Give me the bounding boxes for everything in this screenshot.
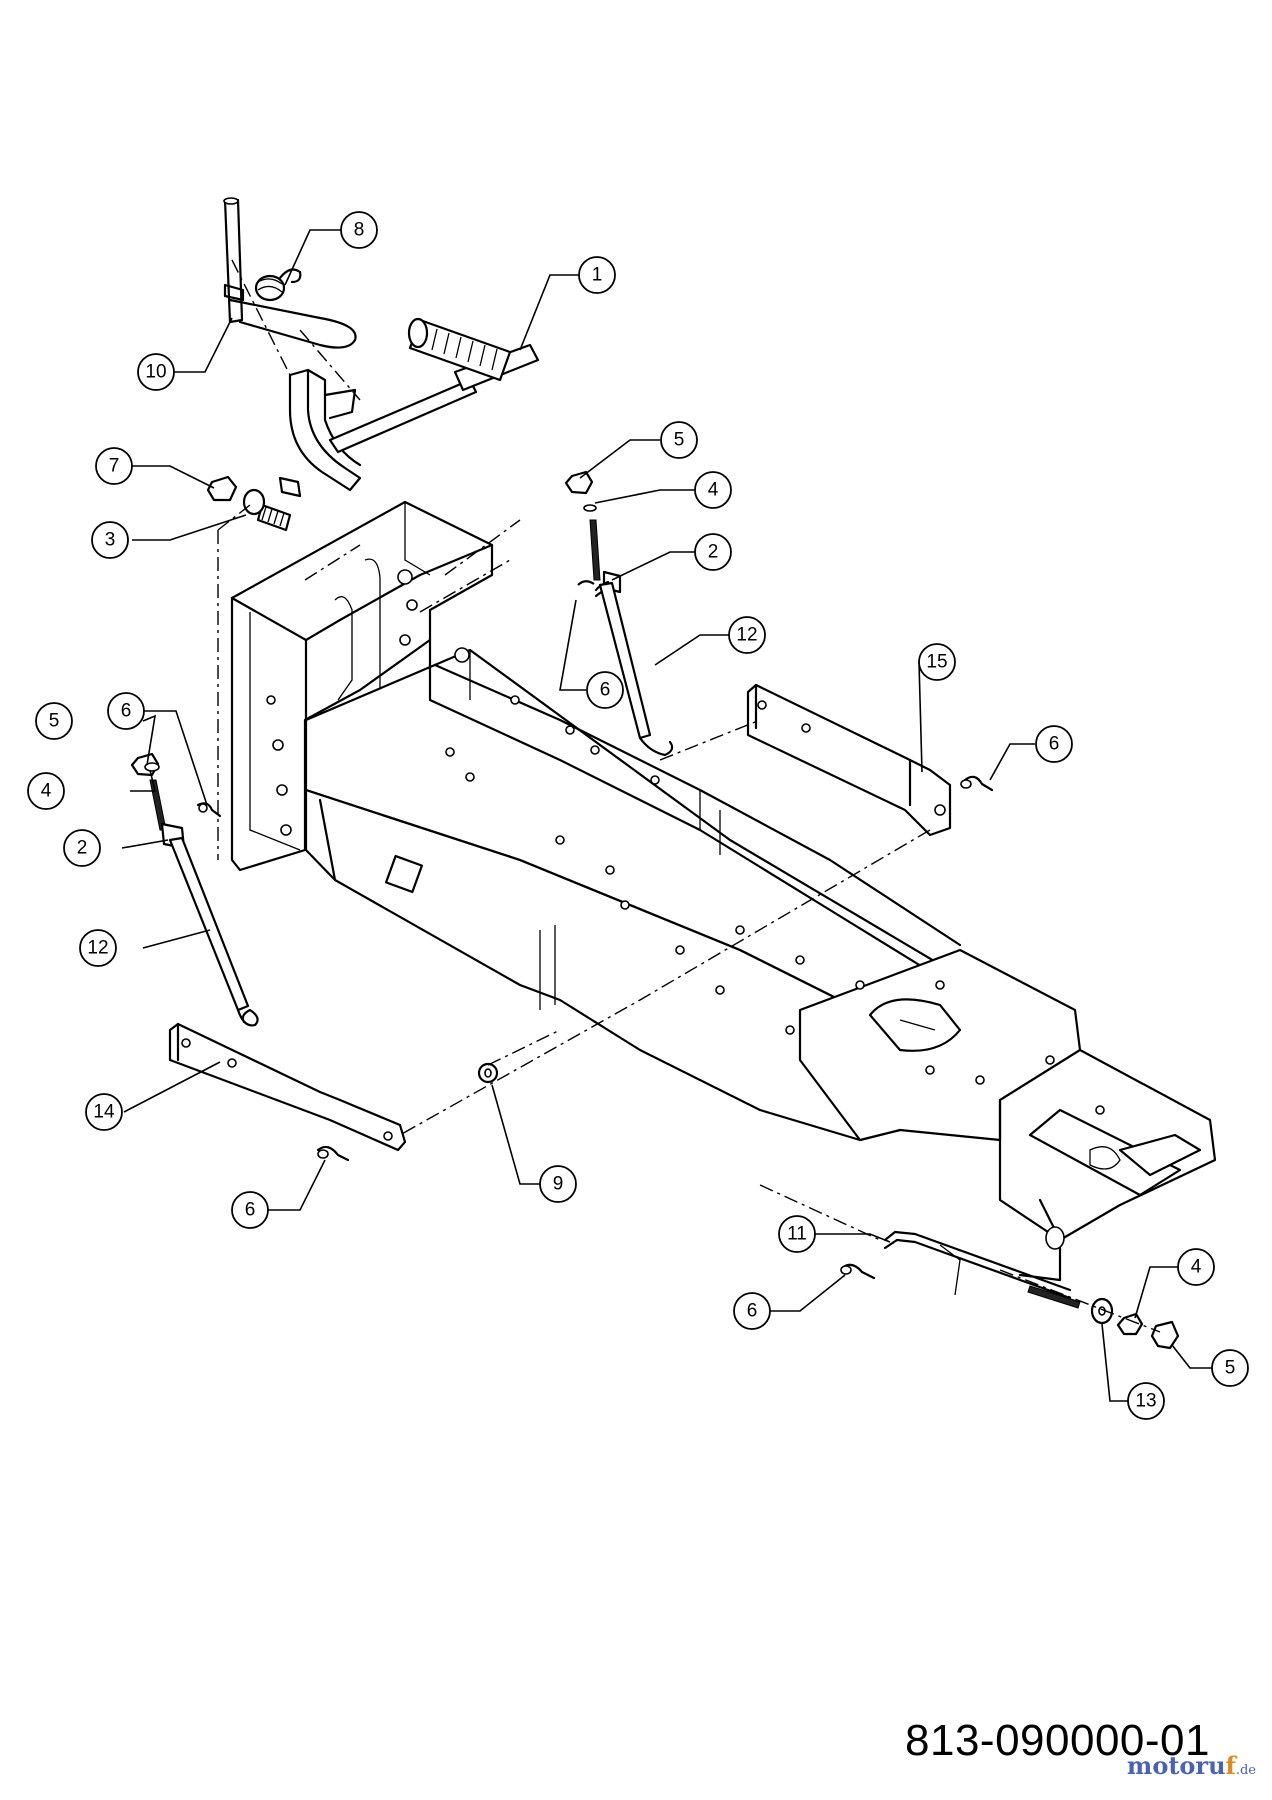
callout-14: 14	[85, 1093, 123, 1131]
callout-4-label: 4	[1191, 1257, 1202, 1278]
callout-6-label: 6	[121, 701, 132, 722]
callout-13-label: 13	[1135, 1391, 1156, 1412]
callout-4: 4	[27, 772, 65, 810]
callout-15: 15	[918, 643, 956, 681]
watermark-suffix: .de	[1235, 1763, 1256, 1778]
callout-9-label: 9	[553, 1174, 564, 1195]
callout-5: 5	[35, 702, 73, 740]
callout-2-label: 2	[708, 542, 719, 563]
callout-2: 2	[63, 829, 101, 867]
callout-6: 6	[733, 1292, 771, 1330]
callout-leaders	[121, 229, 1212, 1402]
callout-7: 7	[95, 447, 133, 485]
assembly-lines	[217, 259, 1161, 1333]
frame-holes	[266, 569, 1105, 1115]
callout-6: 6	[231, 1191, 269, 1229]
main-frame	[230, 500, 1217, 1296]
callout-2-label: 2	[77, 838, 88, 859]
rear-rod-assembly	[840, 1230, 1180, 1350]
callout-12: 12	[728, 616, 766, 654]
callouts: 1 2 2 3 4 4 4 5 5 5 6 6 6 6 6 7 8 9 10 1…	[27, 211, 1249, 1420]
callout-8: 8	[340, 211, 378, 249]
callout-9: 9	[539, 1165, 577, 1203]
callout-4: 4	[1177, 1248, 1215, 1286]
callout-1-label: 1	[592, 265, 603, 286]
callout-1: 1	[578, 256, 616, 294]
callout-12: 12	[79, 929, 117, 967]
pedal-assembly	[206, 197, 540, 532]
callout-5-label: 5	[1225, 1358, 1236, 1379]
callout-6-label: 6	[600, 680, 611, 701]
callout-10-label: 10	[145, 362, 166, 383]
callout-3: 3	[91, 521, 129, 559]
document-number: 813-090000-01	[905, 1716, 1210, 1765]
callout-4: 4	[694, 471, 732, 509]
callout-5: 5	[660, 421, 698, 459]
callout-2: 2	[694, 533, 732, 571]
callout-5-label: 5	[49, 711, 60, 732]
callout-12-label: 12	[87, 938, 108, 959]
callout-6: 6	[586, 671, 624, 709]
left-rod-assembly	[130, 752, 499, 1162]
watermark-logo: motoruf.de	[1127, 1751, 1256, 1780]
callout-14-label: 14	[93, 1102, 115, 1123]
callout-6-label: 6	[245, 1200, 256, 1221]
pedal-spring	[407, 317, 512, 382]
bolt-3	[242, 488, 292, 532]
callout-6: 6	[1035, 725, 1073, 763]
callout-13: 13	[1127, 1382, 1165, 1420]
callout-3-label: 3	[105, 530, 116, 551]
callout-5-label: 5	[674, 430, 685, 451]
callout-11: 11	[778, 1215, 816, 1253]
callout-7-label: 7	[109, 456, 120, 477]
callout-5: 5	[1211, 1349, 1249, 1387]
callout-4-label: 4	[708, 480, 719, 501]
callout-4-label: 4	[41, 781, 52, 802]
callout-15-label: 15	[926, 652, 947, 673]
return-spring	[254, 268, 302, 302]
callout-8-label: 8	[354, 220, 365, 241]
right-rod-assembly	[564, 470, 994, 837]
callout-6: 6	[107, 692, 145, 730]
callout-12-label: 12	[736, 625, 757, 646]
watermark-text: motoruf	[1126, 1751, 1236, 1780]
callout-6-label: 6	[1049, 734, 1060, 755]
callout-10: 10	[137, 353, 175, 391]
callout-6-label: 6	[747, 1301, 758, 1322]
callout-11-label: 11	[787, 1224, 807, 1245]
